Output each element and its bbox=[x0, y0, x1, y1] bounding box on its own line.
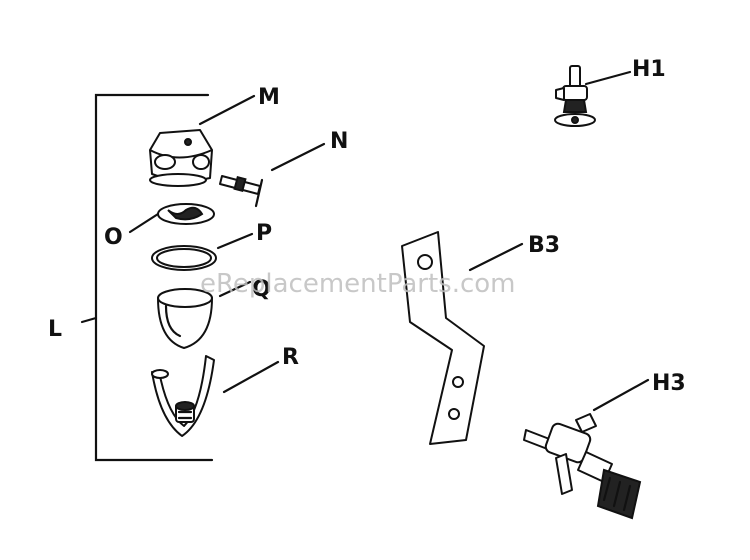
part-n-needle-valve[interactable] bbox=[219, 175, 264, 208]
label-l: L bbox=[48, 317, 62, 342]
label-n: N bbox=[330, 129, 348, 154]
assembly-bracket-l bbox=[80, 93, 214, 462]
label-r: R bbox=[282, 345, 299, 370]
part-h3-fuel-valve[interactable] bbox=[523, 413, 642, 520]
part-h1-shutoff-valve[interactable] bbox=[554, 65, 596, 127]
label-h1: H1 bbox=[632, 57, 666, 82]
part-r-bail[interactable] bbox=[151, 355, 215, 437]
part-q-bowl[interactable] bbox=[157, 288, 213, 349]
label-o: O bbox=[104, 225, 123, 250]
watermark-text: eReplacementParts.com bbox=[200, 269, 516, 299]
part-m-bowl-head[interactable] bbox=[149, 129, 213, 187]
leader-lines bbox=[128, 70, 650, 412]
label-h3: H3 bbox=[652, 371, 686, 396]
label-q: Q bbox=[252, 277, 271, 302]
label-m: M bbox=[258, 85, 280, 110]
label-b3: B3 bbox=[528, 233, 560, 258]
part-o-screen[interactable] bbox=[157, 203, 215, 225]
part-p-gasket[interactable] bbox=[151, 245, 217, 271]
part-b3-bracket[interactable] bbox=[401, 231, 485, 445]
label-p: P bbox=[256, 221, 272, 246]
